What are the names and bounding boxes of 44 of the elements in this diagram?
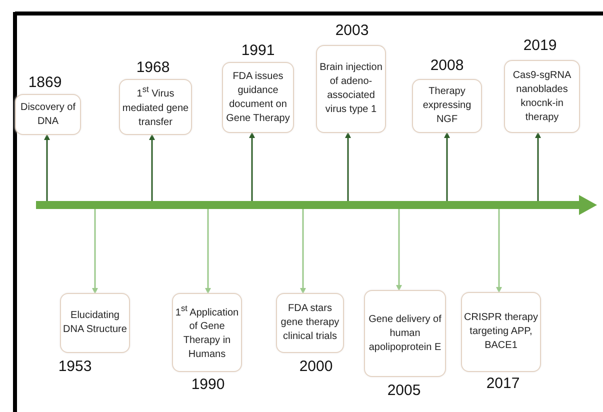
- event-box: [276, 293, 344, 353]
- event-box: [364, 290, 446, 377]
- event-box: [461, 292, 541, 372]
- event-box: [504, 60, 580, 133]
- year-label: 1869: [28, 74, 62, 91]
- event-box: [15, 94, 81, 135]
- event-box: [316, 45, 386, 133]
- connector-arrow: [496, 209, 502, 293]
- connector-arrow: [444, 132, 450, 201]
- event-text: Cas9-sgRNA nanoblades knocnk-in therapy: [512, 68, 572, 124]
- connector-arrow: [300, 209, 306, 294]
- year-label: 1968: [136, 59, 170, 76]
- connector-arrow: [205, 209, 211, 294]
- year-label: 1990: [191, 376, 225, 393]
- connector-arrow: [149, 134, 155, 201]
- event-box: [172, 293, 242, 372]
- year-label: 2019: [523, 37, 557, 54]
- connector-arrow: [92, 209, 98, 294]
- connector-arrow: [44, 134, 50, 201]
- event-box: [412, 79, 482, 133]
- connector-arrow: [535, 132, 541, 201]
- event-box: [60, 293, 130, 353]
- event-text: 1$^{st}$ Application of Gene Therapy in Humans: [174, 302, 240, 362]
- event-text: Discovery of DNA: [19, 100, 76, 128]
- event-text: Therapy expressing NGF: [422, 85, 472, 127]
- year-label: 2000: [299, 358, 333, 375]
- event-text: FDA issues guidance document on Gene Therapy: [225, 70, 291, 126]
- event-text: Brain injection of adeno-associated virus type 1: [318, 61, 384, 117]
- year-label: 2008: [430, 57, 464, 74]
- year-label: 2005: [387, 382, 421, 399]
- connector-arrow: [396, 209, 402, 291]
- year-label: 2003: [335, 22, 369, 39]
- connector-arrow: [249, 132, 255, 201]
- event-text: FDA stars gene therapy clinical trials: [280, 302, 340, 344]
- event-text: Gene delivery of human apolipoprotein E: [368, 312, 442, 354]
- event-text: 1$^{st}$ Virus mediated gene transfer: [121, 84, 190, 130]
- event-text: Elucidating DNA Structure: [62, 309, 128, 337]
- year-label: 2017: [486, 375, 520, 392]
- year-label: 1953: [58, 358, 92, 375]
- year-label: 1991: [241, 42, 275, 59]
- timeline-arrow: [36, 195, 597, 215]
- event-text: CRISPR therapy targeting APP, BACE1: [463, 311, 539, 353]
- connector-arrow: [345, 132, 351, 201]
- event-box: [222, 62, 294, 133]
